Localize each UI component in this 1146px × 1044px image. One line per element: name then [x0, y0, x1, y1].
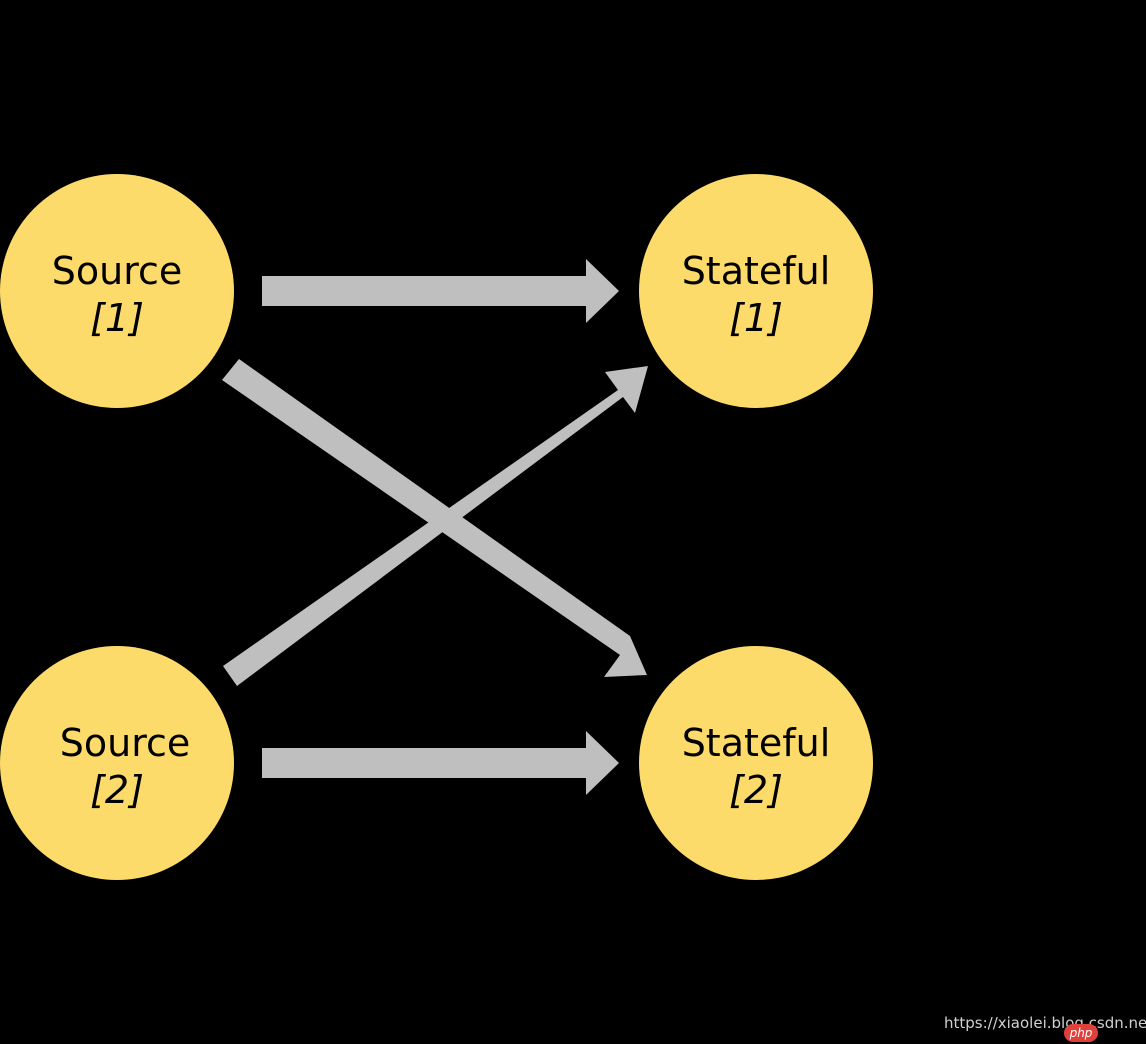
node-stateful-1: Stateful [1] — [639, 174, 873, 408]
node-source-1: Source [1] — [0, 174, 234, 408]
node-index: [1] — [729, 296, 783, 340]
node-source-2: Source [2] — [0, 646, 234, 880]
node-label: Stateful — [682, 721, 831, 765]
edge-source-1-to-stateful-1 — [262, 259, 619, 323]
node-index: [2] — [729, 768, 783, 812]
node-index: [1] — [90, 296, 144, 340]
edge-source-2-to-stateful-1 — [223, 366, 648, 686]
node-index: [2] — [90, 768, 144, 812]
node-label: Source — [52, 249, 183, 293]
node-label: Source — [60, 721, 191, 765]
php-badge: php — [1064, 1024, 1098, 1042]
edge-source-1-to-stateful-2 — [222, 359, 647, 677]
node-stateful-2: Stateful [2] — [639, 646, 873, 880]
edges — [222, 259, 648, 795]
edge-source-2-to-stateful-2 — [262, 731, 619, 795]
node-label: Stateful — [682, 249, 831, 293]
watermark-url: https://xiaolei.blog.csdn.net — [944, 1014, 1146, 1032]
